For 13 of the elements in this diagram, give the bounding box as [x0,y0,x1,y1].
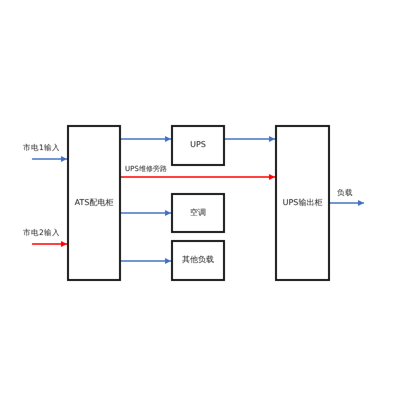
arrow [121,210,171,216]
process-box: ATS配电柜 [67,125,121,281]
arrow [121,174,275,180]
arrow [330,200,364,206]
process-box: 其他负载 [171,240,225,281]
arrow [32,156,67,162]
arrow [225,136,275,142]
arrow [32,241,67,247]
process-box: UPS输出柜 [275,125,330,281]
arrow [121,258,171,264]
process-box: UPS [171,125,225,166]
process-box: 空调 [171,193,225,233]
arrow [121,136,171,142]
